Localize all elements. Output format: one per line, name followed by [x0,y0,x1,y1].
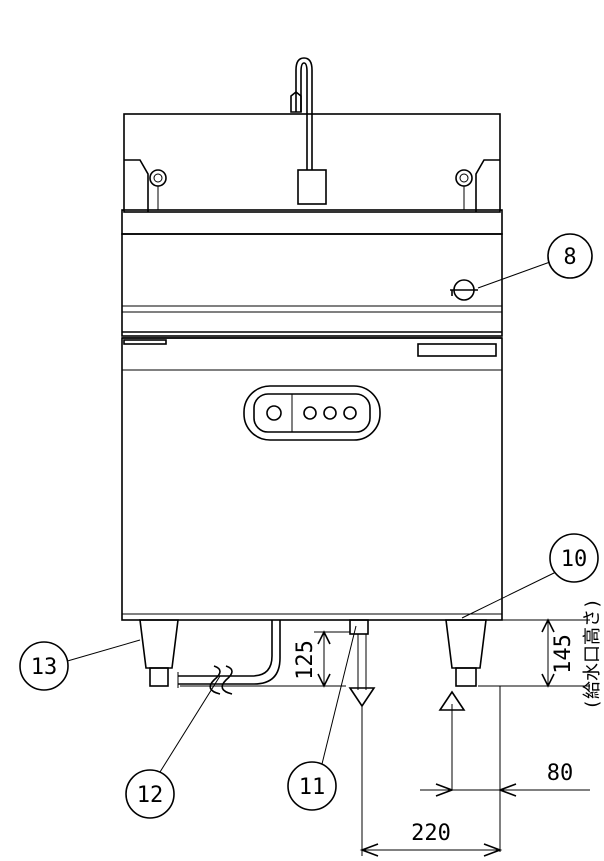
dimension-145-note: (給水口高さ) [582,598,603,710]
callout-11-label: 11 [299,775,326,800]
callout-10: 10 [461,533,599,619]
right-leg [445,619,487,687]
power-button-icon [266,405,282,421]
callout-13-label: 13 [31,655,58,680]
callout-13: 13 [19,639,141,691]
left-bolt-icon [149,169,167,187]
dimension-80: 80 [420,686,590,852]
button-3-icon [343,406,357,420]
callout-10-label: 10 [561,547,588,572]
top-rim [121,209,503,235]
upper-back-panel [123,113,501,213]
dimension-145-label: 145 [551,634,576,674]
water-inlet [348,619,376,708]
left-leg [139,619,179,687]
dimension-125: 125 [180,630,350,688]
dimension-125-label: 125 [293,640,318,680]
cabinet-body [121,337,503,621]
right-bolt-icon [455,169,473,187]
power-cord [177,620,281,695]
button-1-icon [303,406,317,420]
callout-8-label: 8 [563,245,576,270]
control-panel [243,385,381,441]
faucet [290,57,327,205]
control-band [121,233,503,339]
callout-8: 8 [477,233,593,289]
drain-valve-knob-icon [450,279,478,301]
dimension-145: 145 (給水口高さ) [462,598,603,710]
callout-12-label: 12 [137,783,164,808]
button-2-icon [323,406,337,420]
dimension-220: 220 [359,706,503,857]
dimension-220-label: 220 [411,821,451,846]
callout-11: 11 [287,625,357,811]
dimension-80-label: 80 [547,761,574,786]
callout-12: 12 [125,675,221,819]
